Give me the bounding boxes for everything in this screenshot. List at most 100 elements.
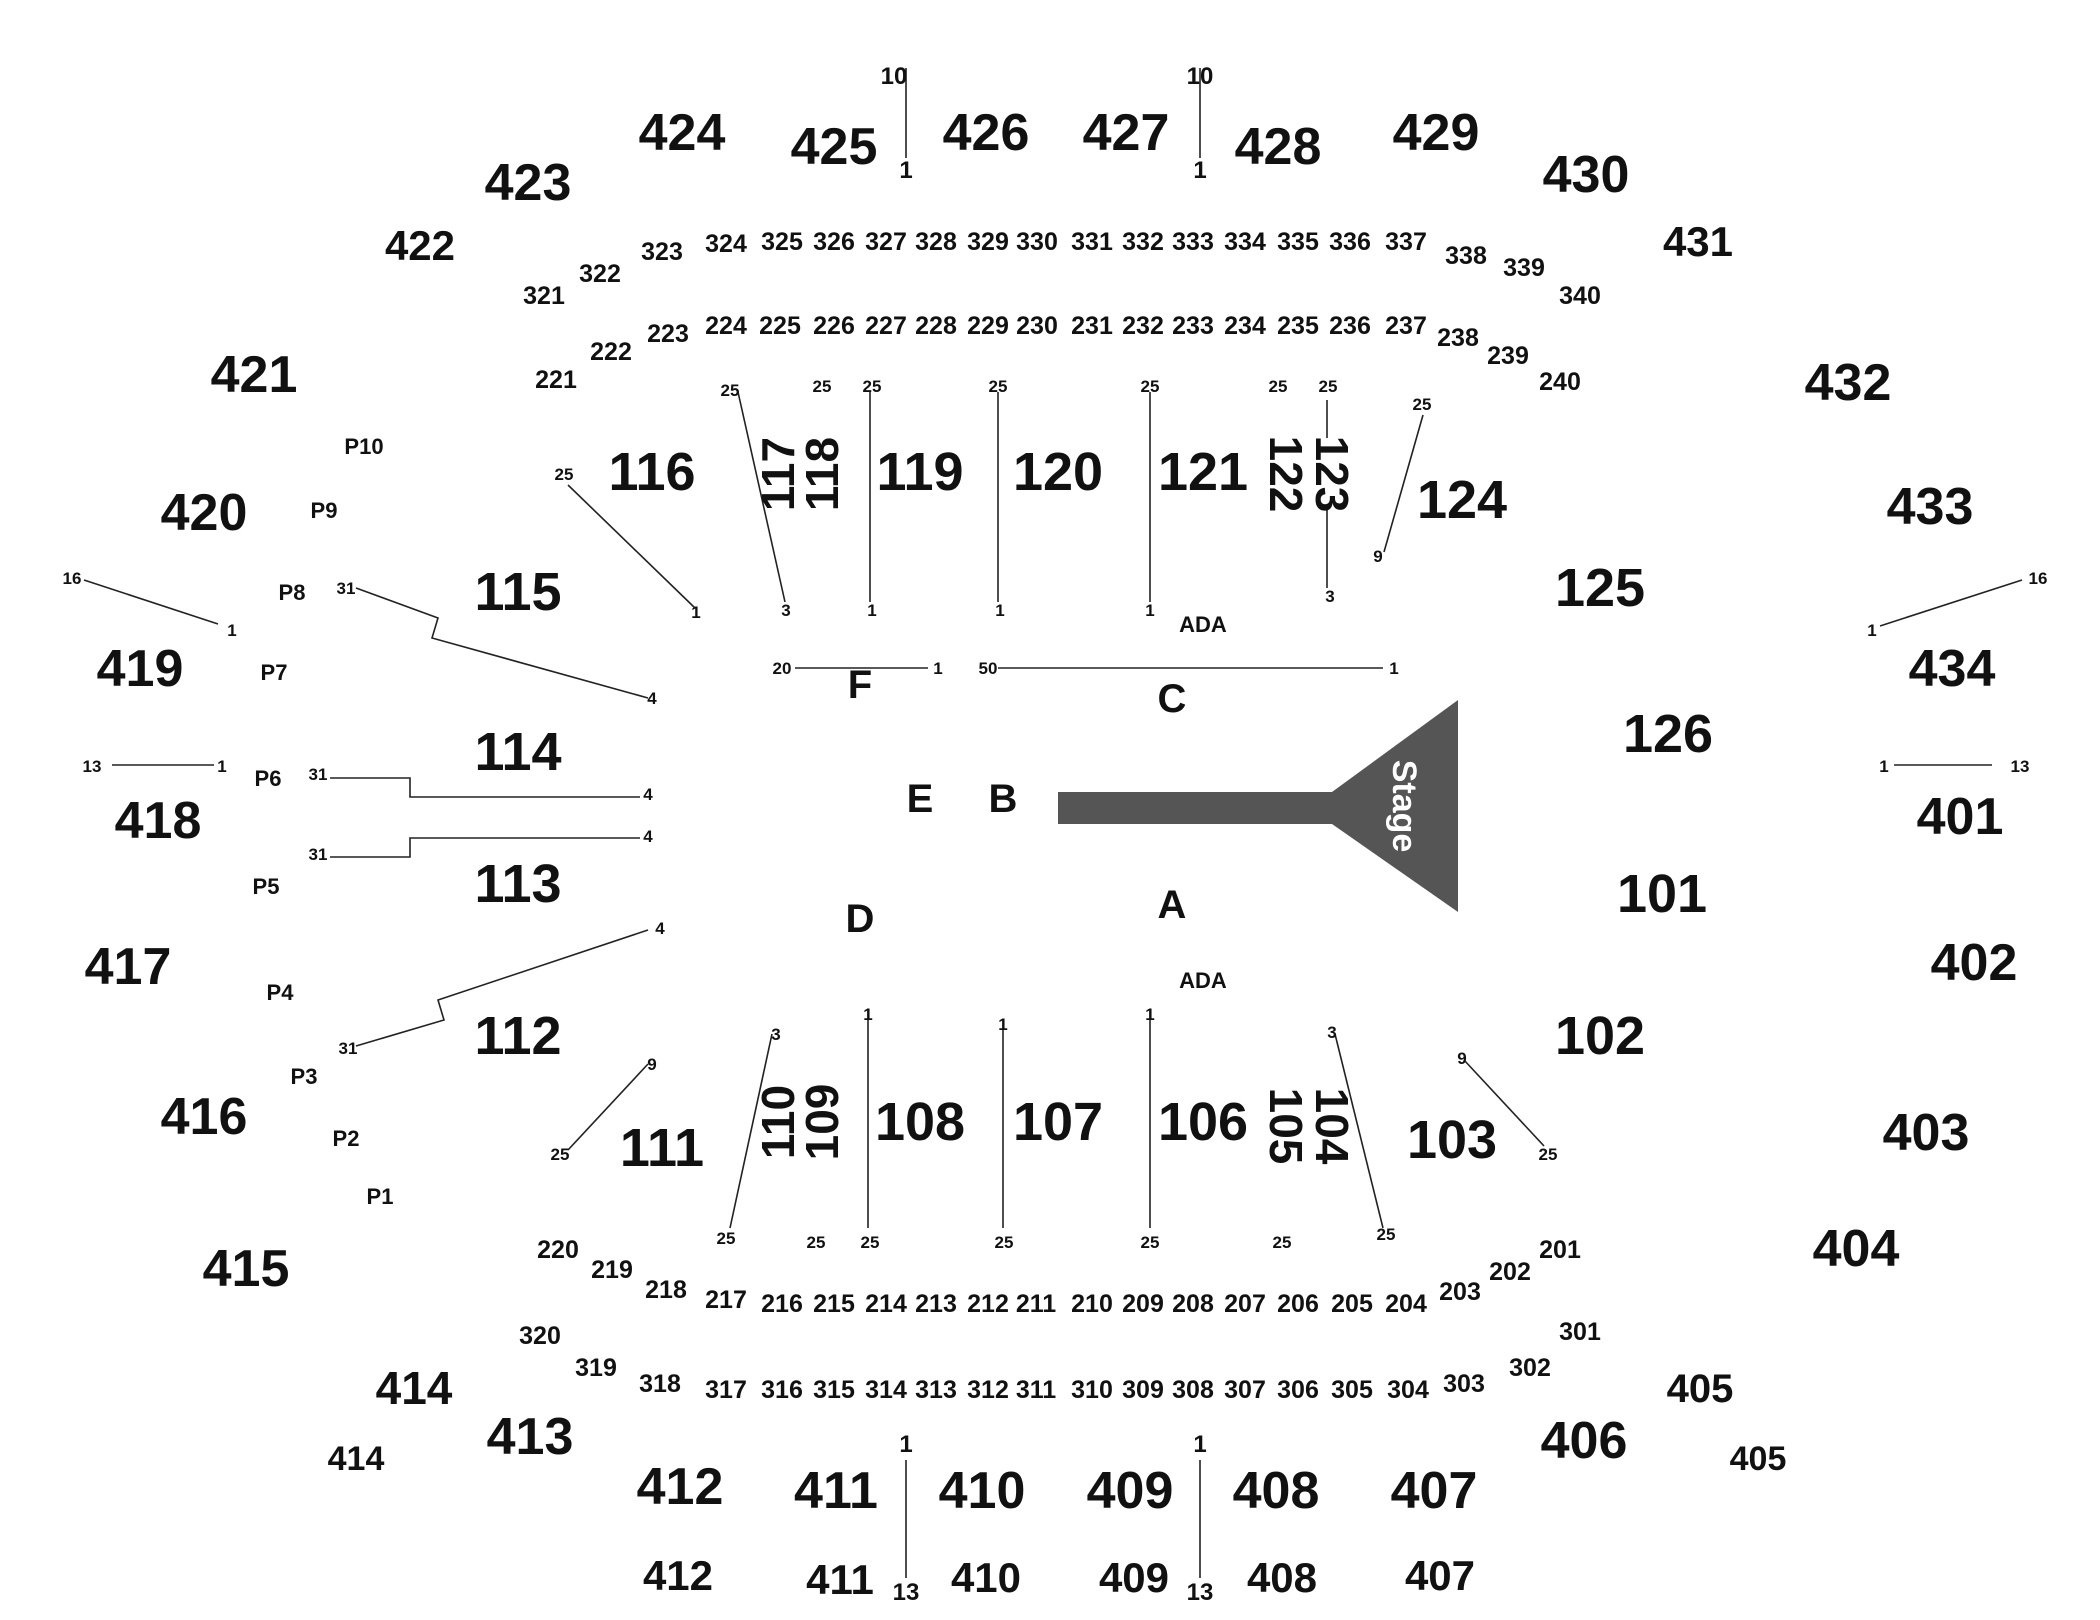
suite-p4[interactable]: P4 — [267, 980, 295, 1005]
section-110[interactable]: 110 — [752, 1085, 804, 1159]
section-216[interactable]: 216 — [761, 1290, 803, 1318]
section-427[interactable]: 427 — [1083, 104, 1170, 162]
section-409-lower[interactable]: 409 — [1099, 1554, 1169, 1601]
section-337[interactable]: 337 — [1385, 228, 1427, 256]
section-332[interactable]: 332 — [1122, 228, 1164, 256]
section-324[interactable]: 324 — [705, 230, 747, 258]
section-126[interactable]: 126 — [1623, 704, 1713, 764]
section-107[interactable]: 107 — [1013, 1092, 1103, 1152]
section-432[interactable]: 432 — [1805, 354, 1892, 412]
section-426[interactable]: 426 — [943, 104, 1030, 162]
section-414-lower[interactable]: 414 — [328, 1440, 385, 1478]
section-226[interactable]: 226 — [813, 312, 855, 340]
suite-p5[interactable]: P5 — [253, 874, 280, 899]
section-325[interactable]: 325 — [761, 228, 803, 256]
section-301[interactable]: 301 — [1559, 1318, 1601, 1346]
section-313[interactable]: 313 — [915, 1376, 957, 1404]
section-309[interactable]: 309 — [1122, 1376, 1164, 1404]
section-103[interactable]: 103 — [1407, 1110, 1497, 1170]
section-402[interactable]: 402 — [1931, 934, 2018, 992]
section-320[interactable]: 320 — [519, 1322, 561, 1350]
section-239[interactable]: 239 — [1487, 342, 1529, 370]
section-330[interactable]: 330 — [1016, 228, 1058, 256]
section-318[interactable]: 318 — [639, 1370, 681, 1398]
section-408-lower[interactable]: 408 — [1247, 1554, 1317, 1601]
section-120[interactable]: 120 — [1013, 442, 1103, 502]
section-422[interactable]: 422 — [385, 222, 455, 269]
section-115[interactable]: 115 — [474, 562, 561, 622]
section-224[interactable]: 224 — [705, 312, 747, 340]
section-225[interactable]: 225 — [759, 312, 801, 340]
section-430[interactable]: 430 — [1543, 146, 1630, 204]
section-101[interactable]: 101 — [1617, 864, 1707, 924]
section-404[interactable]: 404 — [1813, 1220, 1900, 1278]
section-211[interactable]: 211 — [1016, 1290, 1056, 1318]
section-219[interactable]: 219 — [591, 1256, 633, 1284]
suite-p10[interactable]: P10 — [344, 434, 383, 459]
section-416[interactable]: 416 — [161, 1088, 248, 1146]
suite-p1[interactable]: P1 — [367, 1184, 394, 1209]
section-122[interactable]: 122 — [1260, 436, 1312, 513]
section-236[interactable]: 236 — [1329, 312, 1371, 340]
section-232[interactable]: 232 — [1122, 312, 1164, 340]
section-306[interactable]: 306 — [1277, 1376, 1319, 1404]
section-311[interactable]: 311 — [1016, 1376, 1056, 1404]
section-412-lower[interactable]: 412 — [643, 1552, 713, 1599]
section-214[interactable]: 214 — [865, 1290, 907, 1318]
suite-p9[interactable]: P9 — [311, 498, 338, 523]
section-431[interactable]: 431 — [1663, 218, 1733, 265]
section-302[interactable]: 302 — [1509, 1354, 1551, 1382]
section-408[interactable]: 408 — [1233, 1462, 1320, 1520]
section-233[interactable]: 233 — [1172, 312, 1214, 340]
section-409[interactable]: 409 — [1087, 1462, 1174, 1520]
section-327[interactable]: 327 — [865, 228, 907, 256]
section-201[interactable]: 201 — [1539, 1236, 1581, 1264]
section-334[interactable]: 334 — [1224, 228, 1266, 256]
section-109[interactable]: 109 — [796, 1084, 848, 1161]
section-213[interactable]: 213 — [915, 1290, 957, 1318]
section-411[interactable]: 411 — [794, 1462, 878, 1520]
section-231[interactable]: 231 — [1071, 312, 1113, 340]
section-237[interactable]: 237 — [1385, 312, 1427, 340]
suite-p3[interactable]: P3 — [291, 1064, 318, 1089]
section-215[interactable]: 215 — [813, 1290, 855, 1318]
section-208[interactable]: 208 — [1172, 1290, 1214, 1318]
suite-p2[interactable]: P2 — [333, 1126, 360, 1151]
section-403[interactable]: 403 — [1883, 1104, 1970, 1162]
section-415[interactable]: 415 — [203, 1240, 290, 1298]
section-221[interactable]: 221 — [535, 366, 577, 394]
section-321[interactable]: 321 — [523, 282, 565, 310]
section-419[interactable]: 419 — [97, 640, 184, 698]
section-125[interactable]: 125 — [1555, 558, 1645, 618]
section-209[interactable]: 209 — [1122, 1290, 1164, 1318]
section-410[interactable]: 410 — [939, 1462, 1026, 1520]
section-428[interactable]: 428 — [1235, 118, 1322, 176]
section-411-lower[interactable]: 411 — [806, 1556, 874, 1603]
section-406[interactable]: 406 — [1541, 1412, 1628, 1470]
floor-section-a[interactable]: A — [1158, 883, 1187, 927]
section-123[interactable]: 123 — [1306, 436, 1358, 513]
section-202[interactable]: 202 — [1489, 1258, 1531, 1286]
section-235[interactable]: 235 — [1277, 312, 1319, 340]
section-121[interactable]: 121 — [1158, 442, 1248, 502]
section-312[interactable]: 312 — [967, 1376, 1009, 1404]
section-114[interactable]: 114 — [474, 722, 561, 782]
section-304[interactable]: 304 — [1387, 1376, 1429, 1404]
section-111[interactable]: 111 — [620, 1118, 704, 1178]
section-328[interactable]: 328 — [915, 228, 957, 256]
section-112[interactable]: 112 — [474, 1006, 561, 1066]
section-106[interactable]: 106 — [1158, 1092, 1248, 1152]
floor-section-e[interactable]: E — [907, 777, 934, 821]
section-407-lower[interactable]: 407 — [1405, 1552, 1475, 1599]
section-414[interactable]: 414 — [376, 1362, 453, 1414]
section-308[interactable]: 308 — [1172, 1376, 1214, 1404]
section-102[interactable]: 102 — [1555, 1006, 1645, 1066]
section-410-lower[interactable]: 410 — [951, 1554, 1021, 1601]
section-317[interactable]: 317 — [705, 1376, 747, 1404]
section-326[interactable]: 326 — [813, 228, 855, 256]
section-204[interactable]: 204 — [1385, 1290, 1427, 1318]
section-420[interactable]: 420 — [161, 484, 248, 542]
stage[interactable]: Stage — [1058, 700, 1458, 912]
section-205[interactable]: 205 — [1331, 1290, 1373, 1318]
section-405-lower[interactable]: 405 — [1730, 1440, 1787, 1478]
